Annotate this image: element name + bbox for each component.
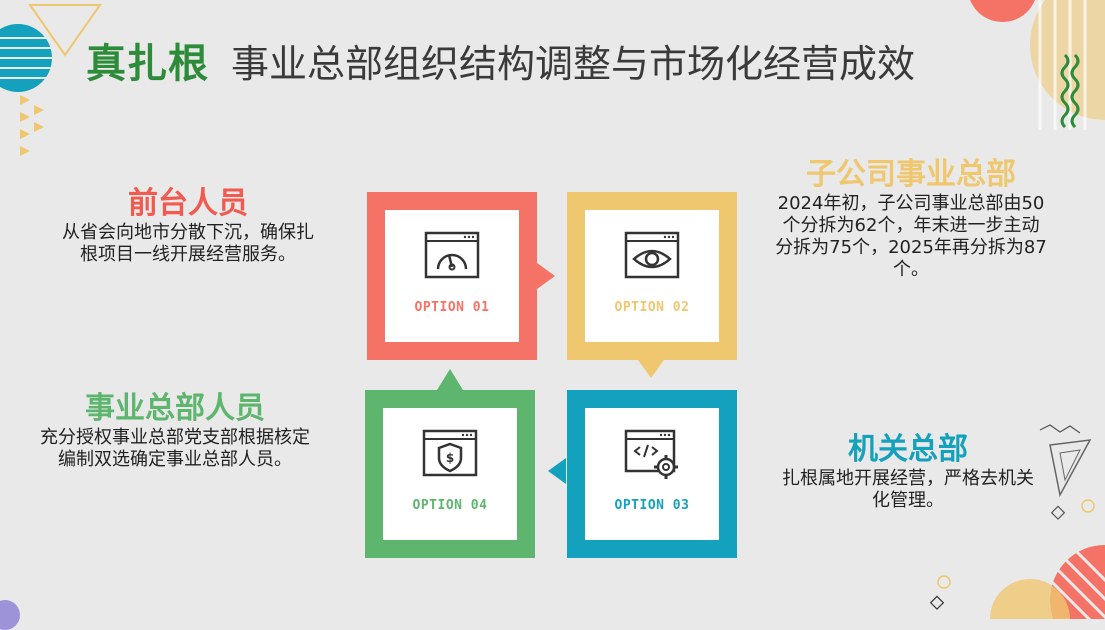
title-tag: 真扎根 xyxy=(86,41,209,87)
option-label-02: OPTION 02 xyxy=(614,300,690,315)
block-subsidiary-hq: 子公司事业总部 2024年初，子公司事业总部由50 个分拆为62个，年末进一步主… xyxy=(756,157,1066,281)
text-hq-line1: 充分授权事业总部党支部根据核定 xyxy=(40,427,310,448)
option-card-01: OPTION 01 xyxy=(367,192,537,360)
heading-agency-hq: 机关总部 xyxy=(848,432,968,467)
page-title: 真扎根 事业总部组织结构调整与市场化经营成效 xyxy=(86,30,915,90)
text-hq-line2: 编制双选确定事业总部人员。 xyxy=(58,449,292,470)
text-agency-line1: 扎根属地开展经营，严格去机关 xyxy=(782,468,1034,489)
option-label-03: OPTION 03 xyxy=(614,498,690,513)
code-gear-window-icon xyxy=(624,429,678,479)
block-agency-hq: 机关总部 扎根属地开展经营，严格去机关 化管理。 xyxy=(758,432,1058,512)
dashboard-window-icon xyxy=(424,231,480,279)
option-label-01: OPTION 01 xyxy=(414,300,490,315)
shield-dollar-window-icon: $ xyxy=(422,429,478,477)
option-card-04: $ OPTION 04 xyxy=(365,390,535,558)
svg-text:$: $ xyxy=(446,451,454,465)
text-agency-line2: 化管理。 xyxy=(872,490,944,511)
text-subsidiary-line3: 分拆为75个，2025年再分拆为87 xyxy=(775,237,1047,258)
connector-arrow-right xyxy=(537,263,555,289)
title-main: 事业总部组织结构调整与市场化经营成效 xyxy=(231,41,916,86)
option-label-04: OPTION 04 xyxy=(412,498,488,513)
heading-front-staff: 前台人员 xyxy=(128,186,248,221)
text-front-line1: 从省会向地市分散下沉，确保扎 xyxy=(62,222,314,243)
text-front-line2: 根项目一线开展经营服务。 xyxy=(80,244,296,265)
text-subsidiary-line4: 个。 xyxy=(893,259,929,280)
connector-arrow-left xyxy=(548,458,566,484)
connector-arrow-up xyxy=(437,369,463,390)
heading-hq-staff: 事业总部人员 xyxy=(85,391,265,426)
block-hq-staff: 事业总部人员 充分授权事业总部党支部根据核定 编制双选确定事业总部人员。 xyxy=(10,391,340,471)
option-card-03: OPTION 03 xyxy=(567,390,737,558)
option-card-02: OPTION 02 xyxy=(567,192,737,360)
text-subsidiary-line2: 个分拆为62个，年末进一步主动 xyxy=(782,215,1040,236)
block-front-staff: 前台人员 从省会向地市分散下沉，确保扎 根项目一线开展经营服务。 xyxy=(28,186,348,266)
decor-bottom-left-arc xyxy=(0,600,20,630)
decor-top-right xyxy=(970,0,1105,130)
eye-window-icon xyxy=(624,231,680,279)
heading-subsidiary-hq: 子公司事业总部 xyxy=(806,157,1016,192)
text-subsidiary-line1: 2024年初，子公司事业总部由50 xyxy=(777,193,1045,214)
connector-arrow-down xyxy=(638,360,664,378)
